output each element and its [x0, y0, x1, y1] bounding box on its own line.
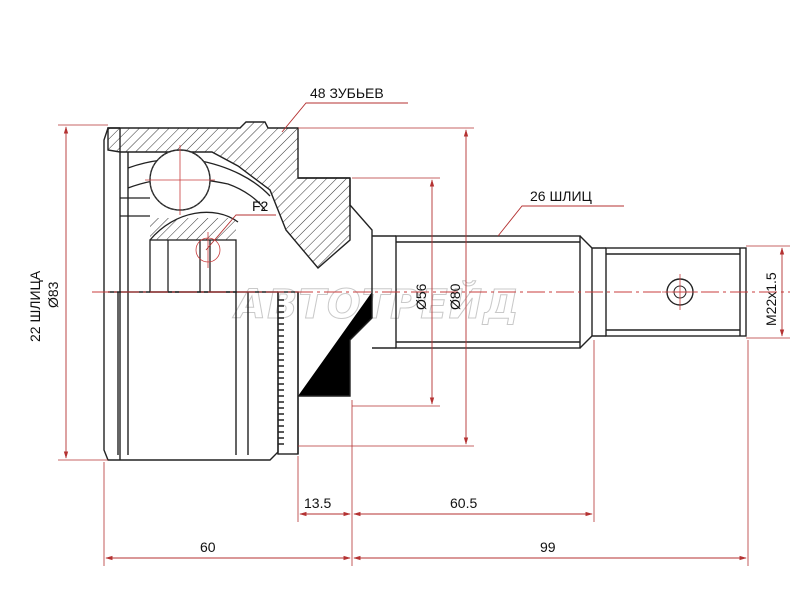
diameter-83-label: Ø83 — [45, 281, 61, 308]
dim-13-5: 13.5 — [304, 495, 331, 511]
thread-label: M22x1.5 — [763, 272, 779, 326]
diameter-56-label: Ø56 — [413, 283, 429, 310]
inner-splines-label: 22 ШЛИЦА — [27, 270, 43, 342]
extension-lines — [58, 124, 790, 566]
dim-60-5: 60.5 — [450, 495, 477, 511]
dim-99: 99 — [540, 539, 556, 555]
diameter-80-label: Ø80 — [447, 283, 463, 310]
dimension-lines — [63, 126, 785, 561]
watermark: АВТОТРЕЙД — [232, 280, 520, 328]
f2-label: F2 — [252, 198, 269, 214]
outer-splines-label: 26 ШЛИЦ — [530, 188, 593, 204]
ball — [145, 145, 215, 215]
dim-60: 60 — [200, 539, 216, 555]
teeth-label: 48 ЗУБЬЕВ — [310, 85, 384, 101]
leader-lines — [205, 102, 624, 251]
